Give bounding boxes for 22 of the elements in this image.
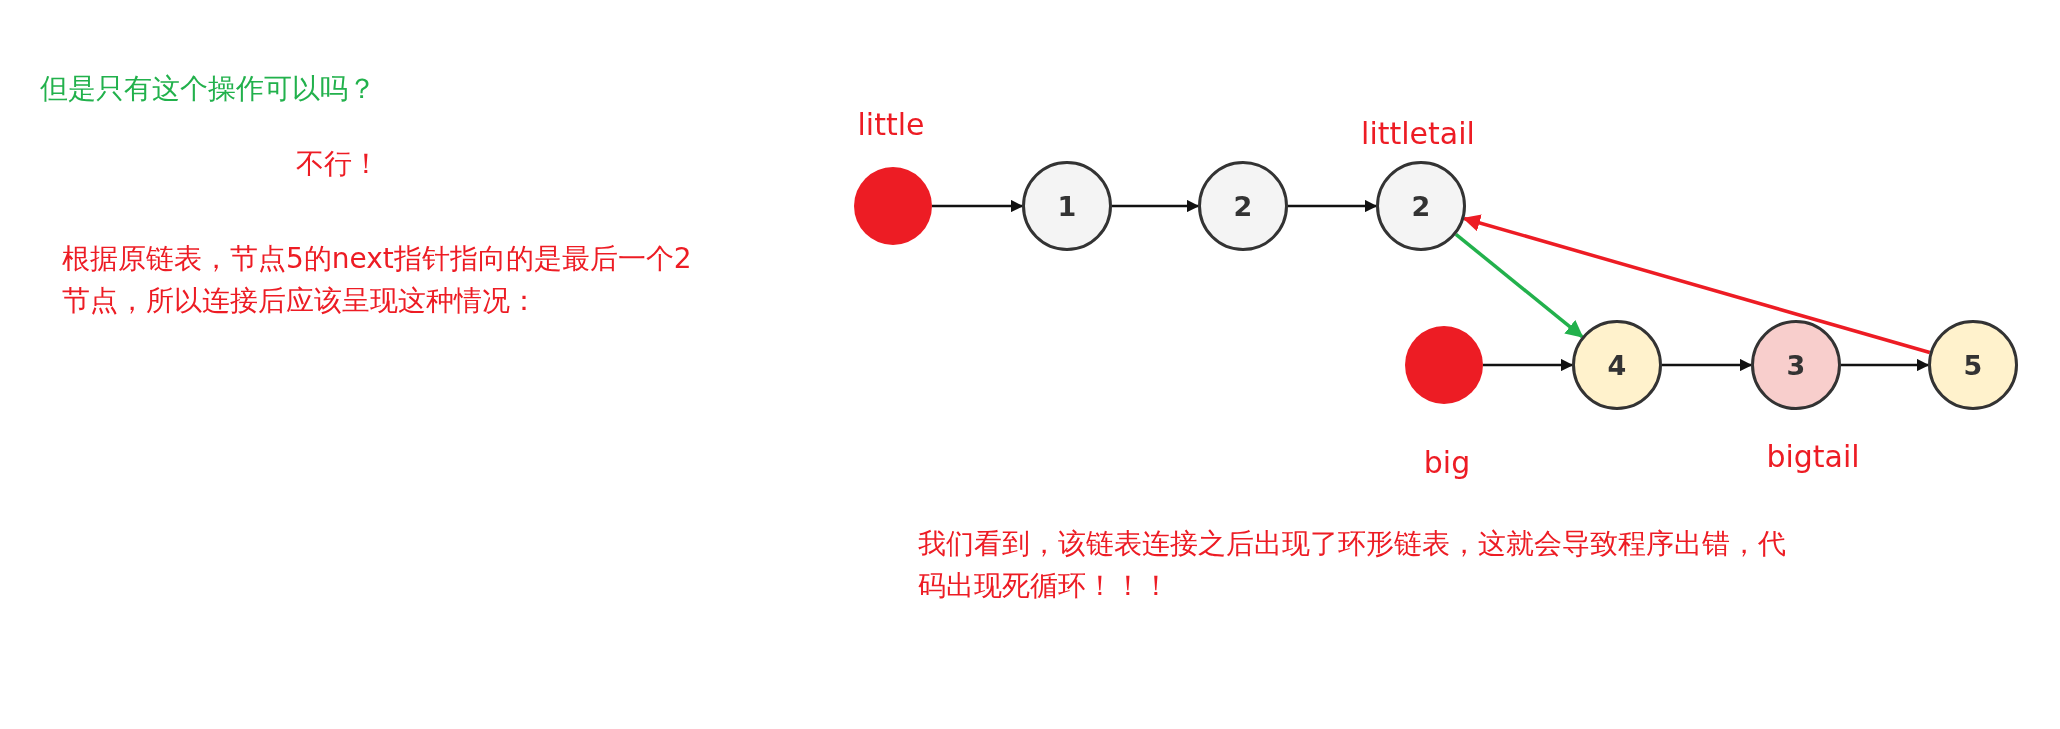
arrow	[1288, 199, 1378, 213]
list-node: 2	[1376, 161, 1466, 251]
arrow	[1841, 358, 1930, 372]
list-node: 4	[1572, 320, 1662, 410]
pointer-label: little	[857, 106, 925, 142]
note-text: 根据原链表，节点5的next指针指向的是最后一个2节点，所以连接后应该呈现这种情况：	[62, 241, 693, 319]
note-text: 我们看到，该链表连接之后出现了环形链表，这就会导致程序出错，代码出现死循环！！！	[918, 526, 1787, 604]
arrow	[1662, 358, 1753, 372]
list-node: 2	[1198, 161, 1288, 251]
note-text: 不行！	[296, 146, 381, 182]
pointer-label: big	[1423, 444, 1471, 480]
arrow	[1112, 199, 1200, 213]
list-node: 5	[1928, 320, 2018, 410]
note-text: 但是只有这个操作可以吗？	[40, 71, 377, 107]
pointer-label: bigtail	[1766, 438, 1860, 474]
list-node: 3	[1751, 320, 1841, 410]
arrow	[1454, 233, 1584, 338]
list-node: 1	[1022, 161, 1112, 251]
arrow	[1462, 214, 1931, 355]
arrow	[1483, 358, 1574, 372]
pointer-label: littletail	[1361, 115, 1475, 151]
arrow	[932, 199, 1024, 213]
